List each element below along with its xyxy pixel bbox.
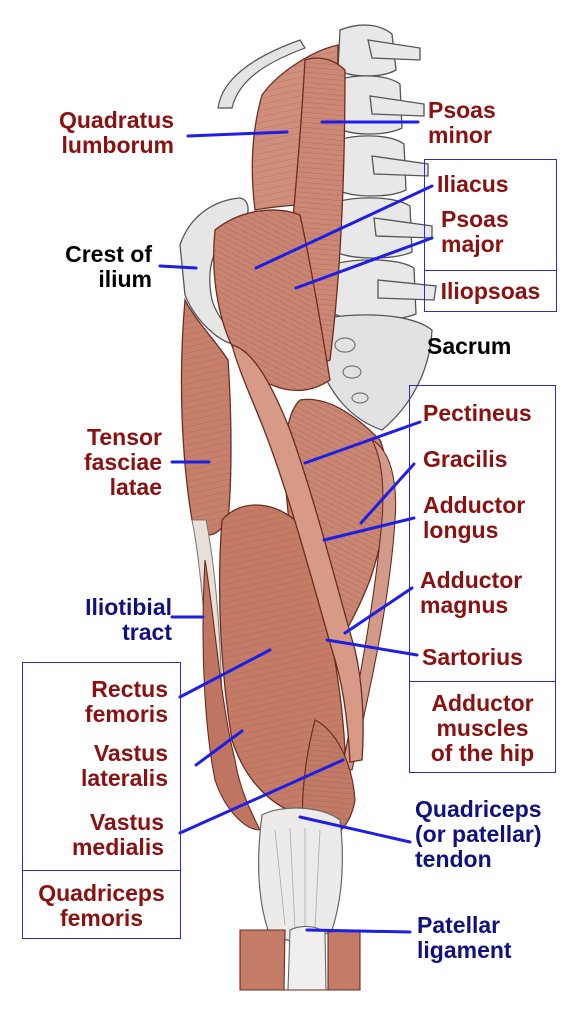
label-vastus-medialis: Vastus medialis <box>72 810 164 860</box>
label-line: Adductor <box>423 492 526 518</box>
label-line: Adductor <box>420 567 523 593</box>
label-line: Quadriceps <box>38 880 165 906</box>
label-pectineus: Pectineus <box>423 401 532 426</box>
label-line: Vastus <box>89 809 164 835</box>
label-line: Crest of <box>65 241 152 267</box>
label-line: magnus <box>420 592 509 618</box>
label-line: Adductor <box>431 690 534 716</box>
sartorius-muscle <box>231 344 364 763</box>
label-line: Iliopsoas <box>440 278 541 304</box>
quadriceps-group-box <box>22 662 181 939</box>
label-adductor-magnus: Adductor magnus <box>420 568 522 618</box>
adductor-group-box <box>409 385 556 773</box>
label-quadriceps-femoris: Quadriceps femoris <box>22 881 181 931</box>
adductor-divider <box>409 681 556 682</box>
rib-bone <box>217 39 306 109</box>
label-sartorius: Sartorius <box>422 645 523 670</box>
label-line: tendon <box>415 846 492 872</box>
label-line: latae <box>109 474 162 500</box>
label-line: of the hip <box>430 740 535 766</box>
spine-vertebrae <box>333 24 437 321</box>
label-line: Tensor <box>87 424 162 450</box>
label-quadratus-lumborum: Quadratus lumborum <box>59 108 174 158</box>
label-line: femoris <box>84 701 168 727</box>
label-iliotibial-tract: Iliotibial tract <box>85 595 172 645</box>
label-line: Vastus <box>93 740 168 766</box>
label-adductor-muscles-of-hip: Adductor muscles of the hip <box>409 691 556 766</box>
label-line: ilium <box>98 266 152 292</box>
label-line: medialis <box>71 834 164 860</box>
label-line: lateralis <box>81 765 168 791</box>
label-line: muscles <box>436 715 529 741</box>
label-line: ligament <box>417 937 512 963</box>
label-tensor-fasciae-latae: Tensor fasciae latae <box>84 425 162 500</box>
label-line: Pectineus <box>423 400 532 426</box>
label-line: Sartorius <box>422 644 523 670</box>
iliopsoas-divider <box>424 270 557 271</box>
label-patellar-ligament: Patellar ligament <box>417 913 512 963</box>
label-iliacus: Iliacus <box>437 172 509 197</box>
label-line: Iliotibial <box>85 594 172 620</box>
label-quadriceps-tendon: Quadriceps (or patellar) tendon <box>415 797 542 872</box>
iliopsoas-group-box <box>424 159 557 312</box>
label-psoas-major: Psoas major <box>441 207 509 257</box>
label-line: (or patellar) <box>415 821 542 847</box>
label-rectus-femoris: Rectus femoris <box>85 677 168 727</box>
label-line: tract <box>122 619 172 645</box>
label-line: lumborum <box>61 132 174 158</box>
label-psoas-minor: Psoas minor <box>428 98 496 148</box>
label-iliopsoas: Iliopsoas <box>424 279 557 304</box>
label-vastus-lateralis: Vastus lateralis <box>81 741 168 791</box>
label-line: Psoas <box>428 97 496 123</box>
label-line: major <box>441 231 504 257</box>
label-line: Quadriceps <box>415 796 542 822</box>
label-sacrum: Sacrum <box>427 334 511 359</box>
patellar-ligament-structure <box>287 925 327 991</box>
label-adductor-longus: Adductor longus <box>423 493 525 543</box>
label-line: Gracilis <box>423 446 508 472</box>
label-line: fasciae <box>83 449 162 475</box>
label-line: Sacrum <box>427 333 512 359</box>
quadriceps-tendon <box>258 807 343 942</box>
label-line: Patellar <box>417 912 501 938</box>
label-line: femoris <box>59 905 144 931</box>
quadriceps-divider <box>22 870 181 871</box>
label-line: minor <box>428 122 492 148</box>
label-gracilis: Gracilis <box>423 447 507 472</box>
label-line: longus <box>423 517 499 543</box>
label-line: Rectus <box>91 676 168 702</box>
label-line: Quadratus <box>58 107 174 133</box>
ilium-bone <box>179 197 249 346</box>
label-crest-of-ilium: Crest of ilium <box>65 242 152 292</box>
label-line: Iliacus <box>437 171 509 197</box>
label-line: Psoas <box>441 206 509 232</box>
